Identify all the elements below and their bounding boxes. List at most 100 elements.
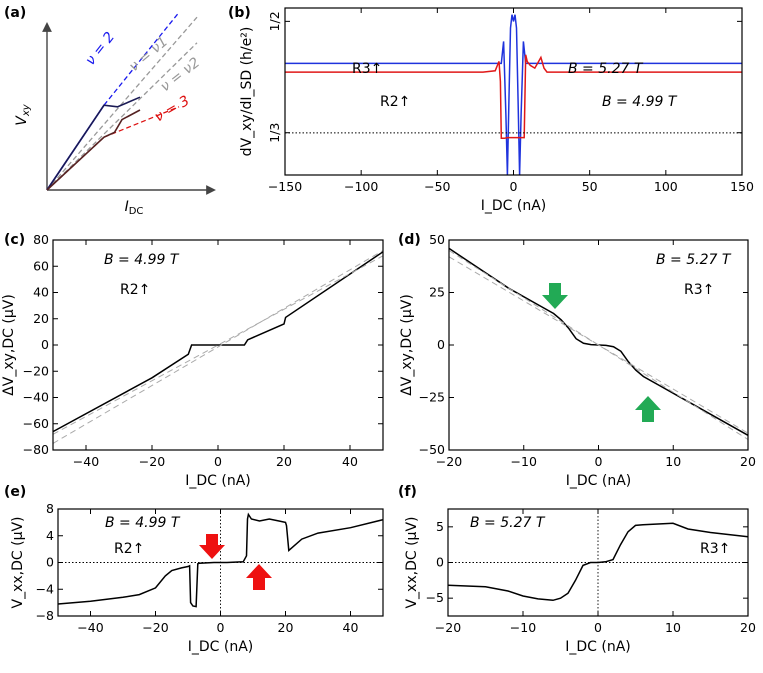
panel-c-ytick-label-2: −40 [23, 390, 49, 405]
panel-c-ytick-label-0: −80 [23, 442, 49, 457]
panel-c-ylabel: ΔV_xy,DC (μV) [1, 294, 17, 396]
panel-c-xtick-label-0: −40 [73, 454, 99, 469]
panel-b-series-1 [285, 54, 742, 140]
panel-f-ytick-label-1: 0 [436, 555, 444, 570]
annotation-b-r2: R2↑ [380, 94, 410, 110]
panel-e-ytick-label-4: 8 [46, 501, 54, 516]
green-arrow-up-icon [635, 396, 661, 422]
panel-b-xtick-label-1: −100 [344, 179, 378, 194]
panel-c-xtick-label-1: −20 [139, 454, 165, 469]
panel-b-series-0 [285, 14, 742, 176]
panel-e-ytick-label-3: 4 [46, 528, 54, 543]
annotation-b-r3: R3↑ [352, 61, 382, 77]
panel-c-ytick-label-8: 80 [33, 232, 49, 247]
panel-b-xtick-label-4: 50 [582, 179, 598, 194]
panel-e-ylabel: V_xx,DC (μV) [10, 516, 26, 608]
panel-a-line-3 [46, 42, 198, 191]
panel-f-xtick-label-0: −20 [435, 620, 461, 635]
panel-c-ytick-label-5: 20 [33, 311, 49, 326]
panel-e-xtick-label-4: 40 [343, 620, 359, 635]
annotation-c-field: B = 4.99 T [104, 252, 180, 268]
panel-c-xtick-label-4: 40 [342, 454, 358, 469]
panel-c-series-2 [52, 255, 384, 435]
panel-a-line-2 [46, 16, 198, 191]
annotation-b-field-r2: B = 4.99 T [602, 94, 678, 110]
annotation-c-r2: R2↑ [120, 282, 150, 298]
panel-d-xtick-label-4: 20 [740, 454, 756, 469]
panel-d-ytick-label-4: 50 [429, 232, 445, 247]
panel-c-xtick-label-3: 20 [276, 454, 292, 469]
annotation-d-field: B = 5.27 T [656, 252, 732, 268]
red-arrow-up-icon [246, 564, 272, 590]
panel-d-xtick-label-1: −10 [511, 454, 537, 469]
panel-a-line-6 [46, 96, 141, 191]
panel-b-frame [284, 7, 743, 176]
panel-f-series-0 [447, 522, 749, 602]
panel-a-line-1 [103, 11, 180, 106]
annotation-e-field: B = 4.99 T [105, 515, 181, 531]
annotation-b-field-r3: B = 5.27 T [568, 61, 644, 77]
panel-c-plot: −40 −20 0 20 40 −80 −60 −40 −20 0 20 40 60 80I_DC (nA… [1, 232, 384, 489]
panel-a-line-5 [103, 106, 180, 138]
panel-e-xtick-label-2: 0 [217, 620, 225, 635]
panel-b-xtick-label-5: 100 [654, 179, 678, 194]
panel-d-plot: −20 −10 0 10 20 −50 −25 0 25 50I_DC (nA) ΔV_xy,DC … [399, 232, 756, 489]
panel-b-ytick-label-0: 1/2 [267, 11, 282, 31]
panel-label-d: (d) [398, 232, 421, 248]
panel-c-xlabel: I_DC (nA) [185, 473, 251, 489]
panel-d-ylabel: ΔV_xy,DC (μV) [399, 294, 415, 396]
panel-c-series-0 [52, 251, 384, 433]
panel-a-xlabel: IDC [125, 199, 144, 217]
panel-label-c: (c) [4, 232, 25, 248]
panel-b-xtick-label-0: −150 [268, 179, 302, 194]
panel-label-f: (f) [398, 484, 417, 500]
panel-d-xlabel: I_DC (nA) [566, 473, 632, 489]
panel-d-xtick-label-0: −20 [436, 454, 462, 469]
panel-a-line-7 [46, 109, 141, 191]
panel-e-ytick-label-1: −4 [36, 581, 54, 596]
panel-d-series-2 [448, 256, 749, 434]
panel-d-series-1 [448, 250, 749, 440]
green-arrow-down-icon [542, 283, 568, 309]
panel-b-xtick-label-2: −50 [424, 179, 450, 194]
panel-d-ytick-label-2: 0 [437, 337, 445, 352]
panel-e-ytick-label-2: 0 [46, 555, 54, 570]
panel-label-a: (a) [4, 5, 26, 21]
annotation-nu-3: ν = 3 [152, 93, 192, 126]
panel-c-xtick-label-2: 0 [214, 454, 222, 469]
panel-f-xtick-label-1: −10 [510, 620, 536, 635]
panel-d-xtick-label-3: 10 [665, 454, 681, 469]
panel-c-ytick-label-7: 60 [33, 258, 49, 273]
panel-d-ytick-label-3: 25 [429, 285, 445, 300]
panel-e-xlabel: I_DC (nA) [188, 639, 254, 655]
panel-f-xlabel: I_DC (nA) [565, 639, 631, 655]
panel-e-series-0 [57, 512, 384, 608]
panel-c-ytick-label-6: 40 [33, 285, 49, 300]
panel-f-xtick-label-4: 20 [740, 620, 756, 635]
red-arrow-down-icon [199, 534, 225, 559]
panel-b-xtick-label-6: 150 [730, 179, 754, 194]
panel-label-b: (b) [228, 5, 251, 21]
panel-b-ytick-label-1: 1/3 [267, 123, 282, 143]
annotation-d-r3: R3↑ [684, 282, 714, 298]
annotation-f-field: B = 5.27 T [470, 515, 546, 531]
panel-d-ytick-label-1: −25 [419, 390, 445, 405]
panel-e-xtick-label-0: −40 [77, 620, 103, 635]
annotation-f-r3: R3↑ [700, 541, 730, 557]
panel-f-ytick-label-0: −5 [426, 590, 444, 605]
panel-c-ytick-label-4: 0 [41, 337, 49, 352]
panel-c-ytick-label-3: −20 [23, 363, 49, 378]
panel-label-e: (e) [4, 484, 26, 500]
panel-c-series-1 [52, 250, 384, 444]
panel-b-xlabel: I_DC (nA) [481, 198, 547, 214]
panel-f-ytick-label-2: 5 [436, 519, 444, 534]
panel-d-xtick-label-2: 0 [595, 454, 603, 469]
panel-d-ytick-label-0: −50 [419, 442, 445, 457]
panel-c-ytick-label-1: −60 [23, 416, 49, 431]
panel-e-xtick-label-1: −20 [142, 620, 168, 635]
panel-f-ylabel: V_xx,DC (μV) [404, 516, 420, 608]
panel-b-xtick-label-3: 0 [510, 179, 518, 194]
